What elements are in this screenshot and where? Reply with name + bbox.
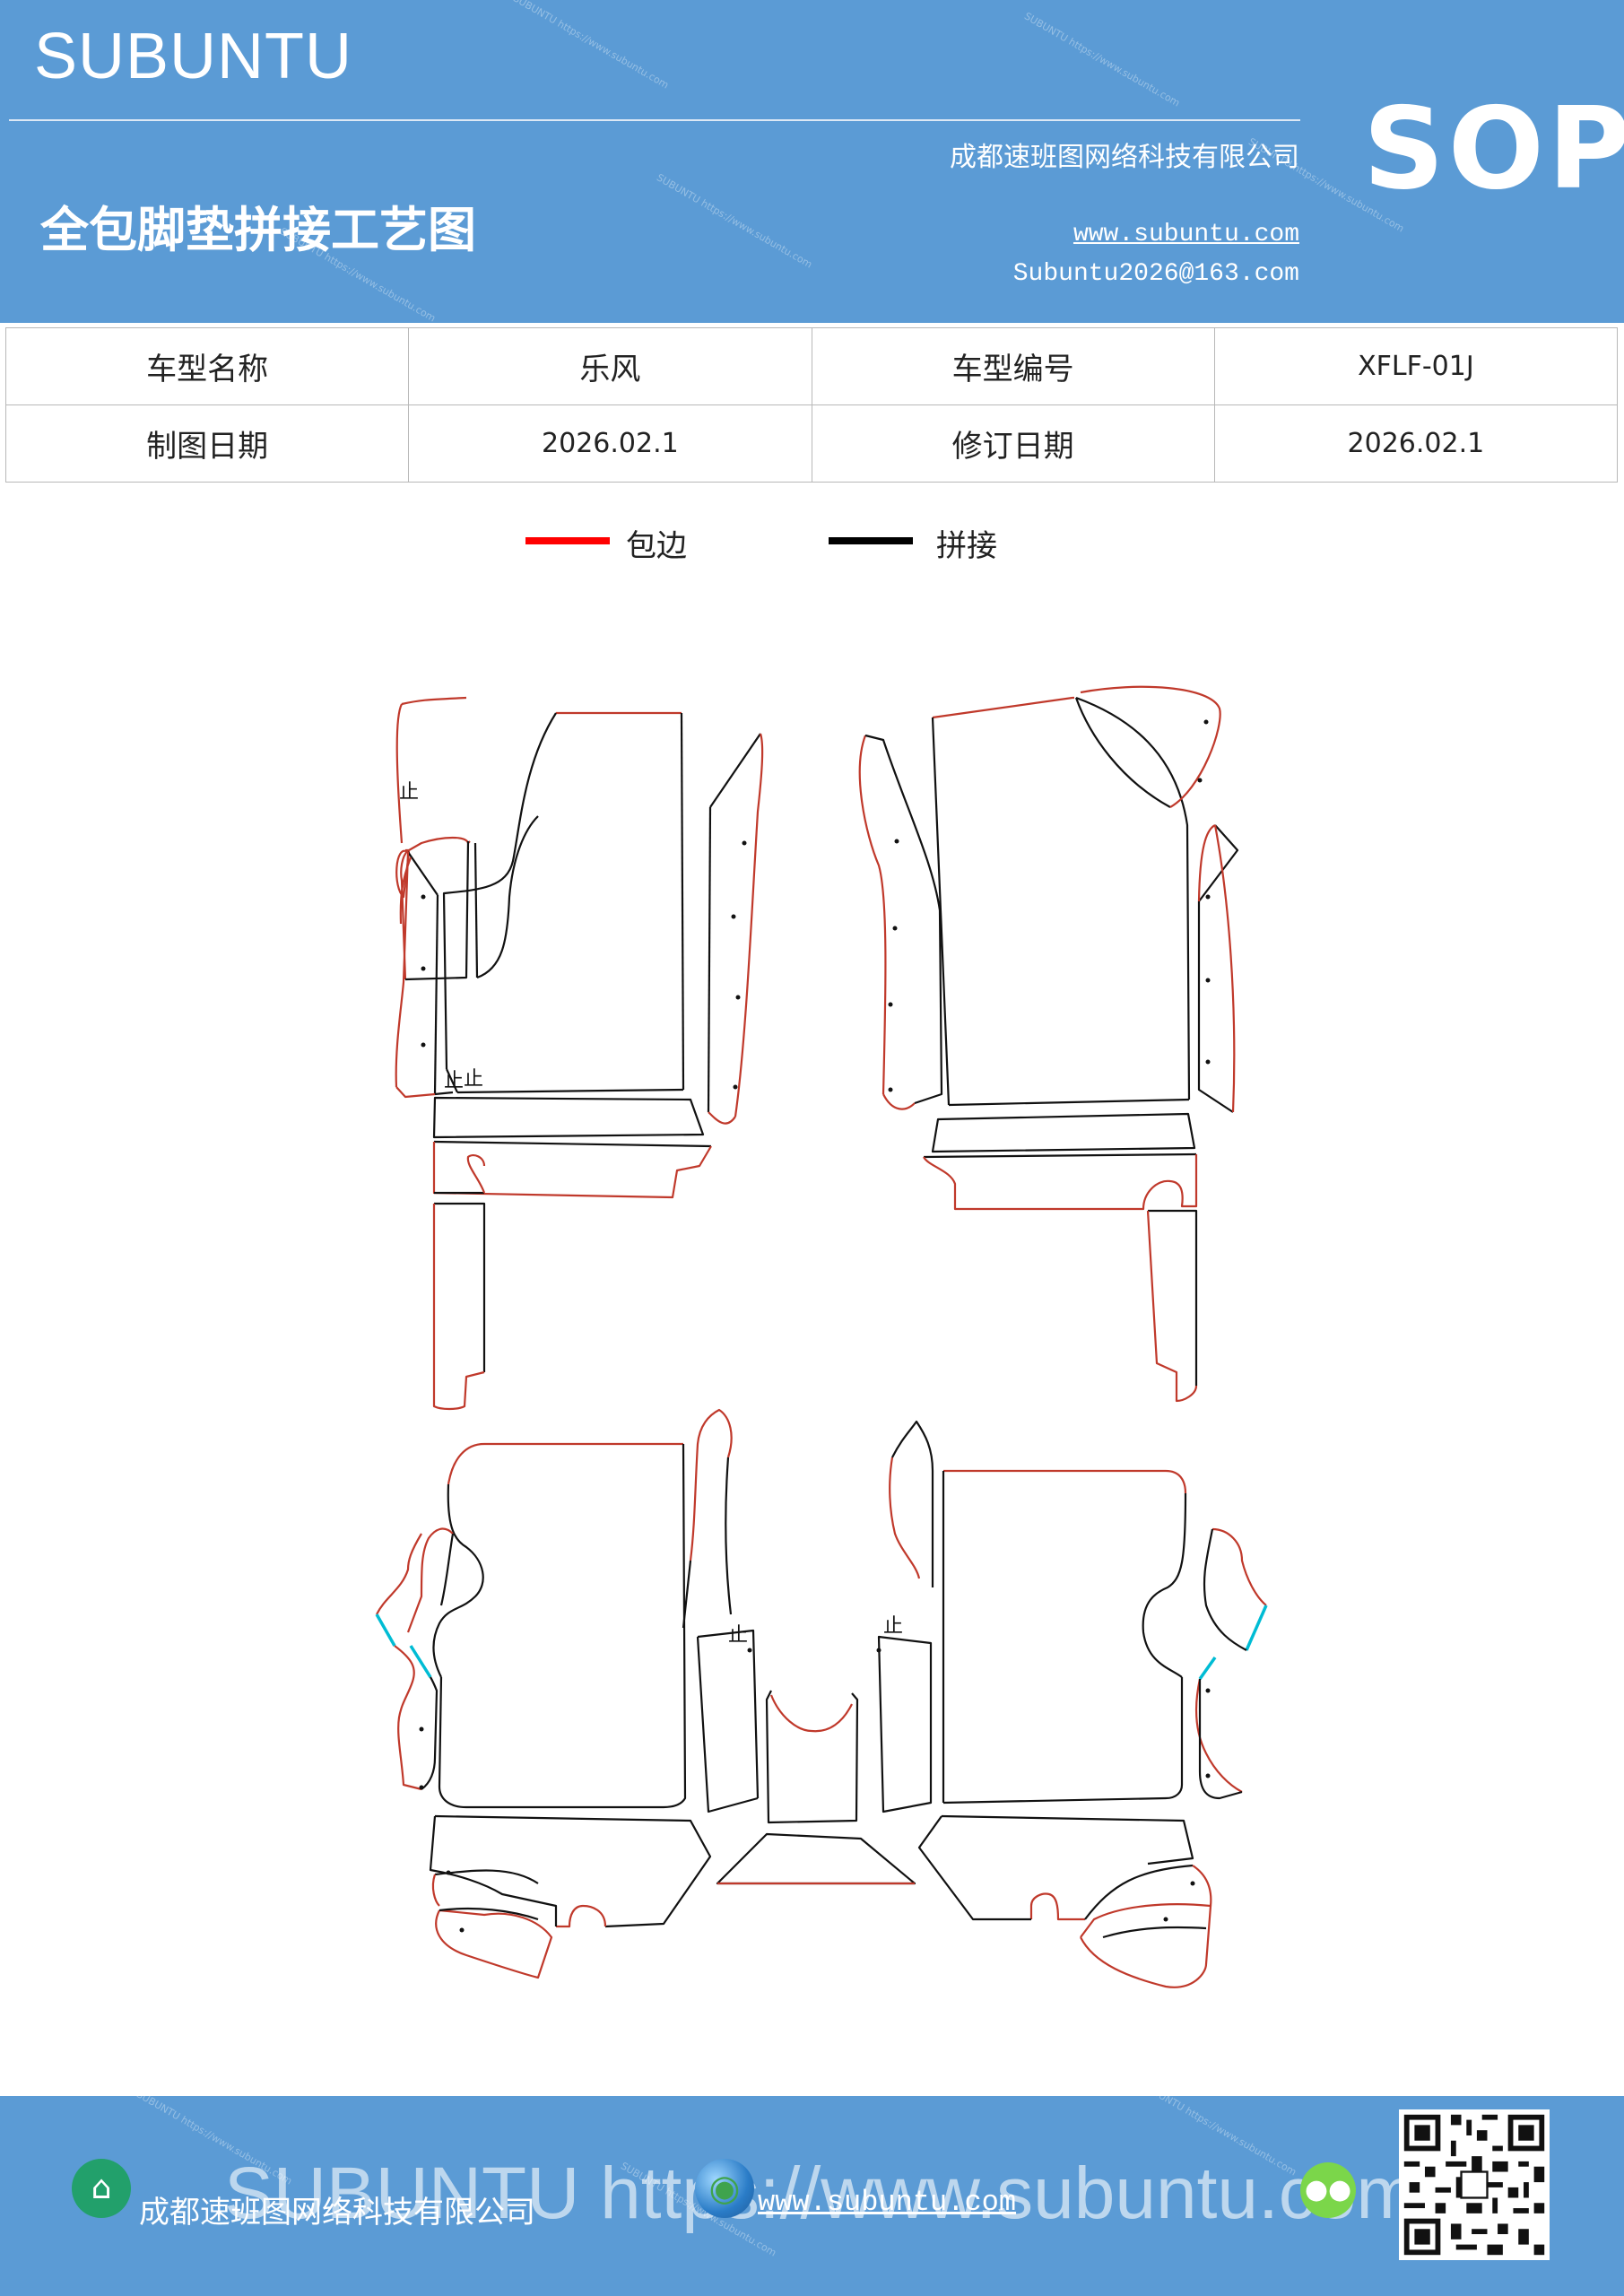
document-title: 全包脚垫拼接工艺图 <box>40 201 476 258</box>
footer-website-link[interactable]: www.subuntu.com <box>758 2186 1017 2219</box>
home-icon: ⌂ <box>72 2159 131 2218</box>
table-row: 车型名称 乐风 车型编号 XFLF-01J <box>4 327 1619 405</box>
stop-marker: 止 <box>464 1068 483 1091</box>
stop-marker: 止 <box>444 1070 464 1092</box>
rear-left-mat-set: 止 <box>375 1408 916 1979</box>
watermark-text: SUBUNTU https://www.subuntu.com <box>1022 10 1182 109</box>
watermark-text: SUBUNTU https://www.subuntu.com <box>511 0 671 91</box>
front-right-mat-set <box>858 685 1239 1403</box>
header-divider <box>9 119 1300 121</box>
company-name: 成都速班图网络科技有限公司 <box>950 142 1299 173</box>
qr-code <box>1399 2109 1550 2260</box>
rivet-points <box>419 719 1211 1933</box>
model-name-value: 乐风 <box>408 327 812 405</box>
model-code-value: XFLF-01J <box>1213 327 1619 405</box>
header-banner: SUBUNTU https://www.subuntu.com SUBUNTU … <box>0 0 1624 325</box>
model-code-label: 车型编号 <box>811 327 1215 405</box>
legend: 包边 拼接 <box>0 525 1624 578</box>
website-link[interactable]: www.subuntu.com <box>1073 221 1299 248</box>
footer-banner: SUBUNTU https://www.subuntu.com SUBUNTU … <box>0 2079 1624 2296</box>
legend-label-edge: 包边 <box>626 528 687 564</box>
legend-swatch-seam <box>829 537 913 544</box>
stop-marker: 止 <box>399 781 419 804</box>
brand-name: SUBUNTU <box>34 21 353 92</box>
draw-date-label: 制图日期 <box>4 404 410 483</box>
watermark-text: SUBUNTU https://www.subuntu.com <box>655 171 814 271</box>
footer-company-name: 成都速班图网络科技有限公司 <box>139 2195 535 2231</box>
legend-label-seam: 拼接 <box>936 528 997 564</box>
vehicle-info-table: 车型名称 乐风 车型编号 XFLF-01J 制图日期 2026.02.1 修订日… <box>4 327 1619 483</box>
table-row: 制图日期 2026.02.1 修订日期 2026.02.1 <box>4 404 1619 483</box>
floor-mat-pattern-drawing: 止 止 止 <box>375 685 1268 1988</box>
footer-watermark: SUBUNTU https://www.subuntu.com <box>224 2152 1418 2234</box>
legend-swatch-edge <box>525 537 610 544</box>
front-left-mat-set: 止 止 止 <box>395 696 764 1411</box>
stop-marker: 止 <box>728 1624 748 1647</box>
sop-label: SOP <box>1363 83 1624 214</box>
stop-marker: 止 <box>883 1615 903 1638</box>
wechat-icon: ●● <box>1300 2162 1356 2218</box>
revision-date-label: 修订日期 <box>811 404 1215 483</box>
draw-date-value: 2026.02.1 <box>408 404 812 483</box>
model-name-label: 车型名称 <box>4 327 410 405</box>
revision-date-value: 2026.02.1 <box>1213 404 1619 483</box>
rear-right-mat-set: 止 <box>877 1420 1268 1988</box>
email-address[interactable]: Subuntu2026@163.com <box>1012 260 1299 288</box>
globe-icon: ◉ <box>695 2159 754 2218</box>
